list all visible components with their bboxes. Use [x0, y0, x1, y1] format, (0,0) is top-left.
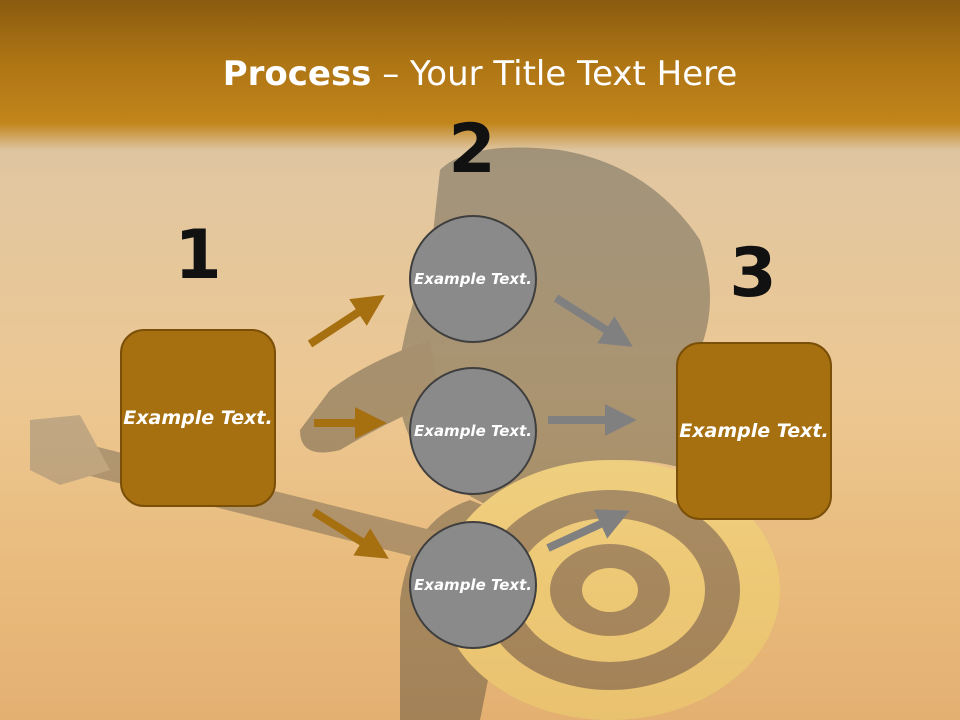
step-2-circle-top: Example Text.: [409, 215, 537, 343]
step-number-3: 3: [729, 234, 777, 313]
circle-middle-text: Example Text.: [414, 421, 532, 440]
step-number-2: 2: [448, 110, 496, 189]
step-1-box: Example Text.: [120, 329, 276, 507]
circle-bottom-text: Example Text.: [414, 575, 532, 594]
circle-top-text: Example Text.: [414, 269, 532, 288]
arrow-1-to-2a: [307, 294, 385, 348]
step-3-box: Example Text.: [676, 342, 832, 520]
step-2-circle-bottom: Example Text.: [409, 521, 537, 649]
title-rest: – Your Title Text Here: [371, 54, 738, 94]
arrow-2a-to-3: [553, 294, 633, 347]
title-band: [0, 0, 960, 150]
arrow-1-to-2c: [311, 508, 389, 559]
step-number-1: 1: [174, 216, 222, 295]
step-2-circle-middle: Example Text.: [409, 367, 537, 495]
step-1-box-text: Example Text.: [123, 406, 273, 429]
title-bold: Process: [222, 54, 372, 94]
slide-title: Process – Your Title Text Here: [0, 52, 960, 96]
step-3-box-text: Example Text.: [679, 419, 829, 442]
arrow-2c-to-3: [546, 509, 630, 552]
